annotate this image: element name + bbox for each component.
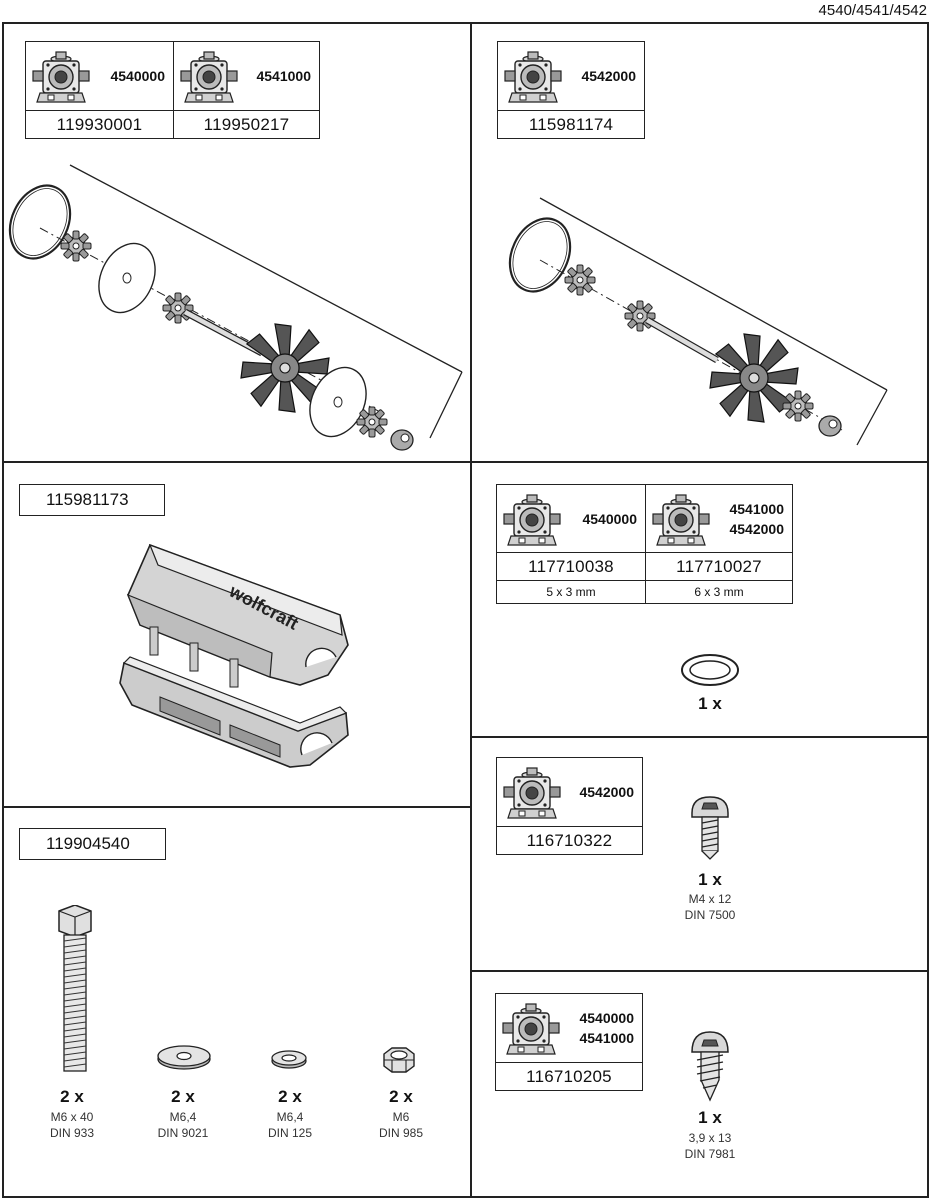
screw-b-quantity: 1 x (698, 1108, 722, 1127)
o-ring-size: 6 x 3 mm (646, 580, 792, 603)
part-number: 117710027 (676, 556, 762, 576)
model-number: 4542000 (579, 784, 634, 800)
model-number: 4541000 (256, 68, 311, 84)
part-number: 115981174 (528, 114, 614, 134)
o-ring-seal (8, 184, 72, 260)
seal-kit-a-exploded-diagram (8, 164, 463, 451)
model-number: 4542000 (581, 68, 636, 84)
screw-a-table: 4542000 116710322 (496, 757, 643, 855)
part-number: 119930001 (56, 114, 143, 134)
o-ring-quantity: 1 x (698, 694, 722, 713)
pump-icon (501, 490, 563, 548)
gear-small (782, 390, 814, 422)
model-number: 4540000 (110, 68, 165, 84)
model-number: 4540000 (579, 1010, 634, 1026)
fastener-size: M6,4 (169, 1110, 197, 1124)
fastener-standard: DIN 9021 (157, 1126, 209, 1140)
tapping-screw-icon (691, 1031, 729, 1102)
pump-icon (650, 490, 712, 548)
pump-icon (501, 763, 563, 821)
model-number: 4542000 (729, 520, 784, 537)
pump-icon (30, 47, 92, 105)
part-number: 116710322 (526, 830, 613, 850)
gear-small (356, 406, 388, 438)
fastener-quantity: 2 x (171, 1087, 195, 1106)
lock-nut-icon (383, 1047, 415, 1073)
pump-icon (178, 47, 240, 105)
fastener-standard: DIN 933 (49, 1126, 95, 1140)
part-number: 117710038 (528, 556, 614, 576)
gear-small (162, 292, 194, 324)
screw-b-col-1: 4540000 4541000 116710205 (496, 994, 642, 1090)
screw-a-size: M4 x 12 (688, 892, 732, 906)
hex-bolt-icon (58, 905, 92, 1072)
part-number: 116710205 (526, 1066, 612, 1086)
seal-kit-a-col-1: 4540000 119930001 (26, 42, 173, 138)
washer-icon (271, 1050, 307, 1069)
screw-b-table: 4540000 4541000 116710205 (495, 993, 643, 1091)
seal-kit-a-col-2: 4541000 119950217 (173, 42, 319, 138)
model-number: 4540000 (582, 510, 637, 527)
divider-vertical (470, 22, 472, 1198)
divider-right-1 (470, 736, 929, 738)
document-id: 4540/4541/4542 (818, 2, 927, 19)
pump-cover-illustration: wolfcraft (119, 543, 349, 768)
divider-right-2 (470, 970, 929, 972)
o-ring-col-2: 4541000 4542000 117710027 6 x 3 mm (645, 485, 792, 603)
screw-a-quantity: 1 x (698, 870, 722, 889)
fastener-standard: DIN 125 (267, 1126, 313, 1140)
screw-b-size: 3,9 x 13 (688, 1131, 732, 1145)
o-ring-icon (681, 654, 739, 686)
screw-b-standard: DIN 7981 (684, 1147, 736, 1161)
fastener-standard: DIN 985 (378, 1126, 424, 1140)
seal-kit-b-col-1: 4542000 115981174 (498, 42, 644, 138)
o-ring-table: 4540000 117710038 5 x 3 mm 4541000 45420… (496, 484, 793, 604)
o-ring-col-1: 4540000 117710038 5 x 3 mm (497, 485, 645, 603)
fastener-quantity: 2 x (60, 1087, 84, 1106)
gear-small (624, 300, 656, 332)
fastener-quantity: 2 x (278, 1087, 302, 1106)
parts-sheet-frame (2, 22, 929, 1198)
o-ring-seal (508, 217, 572, 293)
fastener-size: M6,4 (276, 1110, 304, 1124)
seal-kit-a-table: 4540000 119930001 4541000 119950217 (25, 41, 320, 139)
o-ring-size: 5 x 3 mm (497, 580, 645, 603)
torx-screw-icon (691, 796, 729, 860)
fastener-size: M6 x 40 (50, 1110, 94, 1124)
fastener-size: M6 (392, 1110, 410, 1124)
seal-kit-b-exploded-diagram (508, 197, 888, 446)
large-washer-icon (157, 1045, 211, 1070)
pump-icon (500, 999, 562, 1057)
divider-left-mid (2, 806, 472, 808)
pump-icon (502, 47, 564, 105)
seal-kit-b-table: 4542000 115981174 (497, 41, 645, 139)
fastener-quantity: 2 x (389, 1087, 413, 1106)
screw-a-standard: DIN 7500 (684, 908, 736, 922)
cover-part-number: 115981173 (19, 484, 165, 516)
model-number: 4541000 (579, 1030, 634, 1046)
divider-top (2, 461, 929, 463)
gear-small (60, 230, 92, 262)
screw-a-col-1: 4542000 116710322 (497, 758, 642, 854)
fastener-set-part-number: 119904540 (19, 828, 166, 860)
part-number: 119950217 (203, 114, 290, 134)
gear-small (564, 264, 596, 296)
model-number: 4541000 (729, 500, 784, 517)
